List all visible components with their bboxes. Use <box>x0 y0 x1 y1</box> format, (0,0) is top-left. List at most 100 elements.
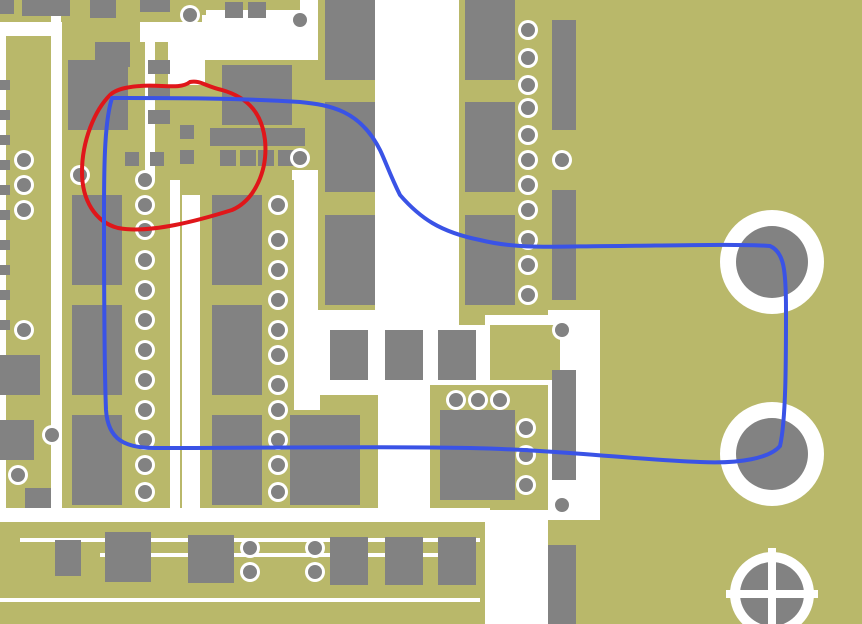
component-pad <box>68 60 128 130</box>
via <box>11 468 25 482</box>
component-pad <box>325 0 375 80</box>
component-pad <box>0 265 10 275</box>
component-pad <box>140 0 170 12</box>
via <box>308 565 322 579</box>
pad-group <box>0 0 576 624</box>
component-pad <box>72 195 122 285</box>
via <box>271 198 285 212</box>
via-group <box>8 5 572 582</box>
via <box>138 485 152 499</box>
via <box>138 373 152 387</box>
via <box>519 421 533 435</box>
component-pad <box>330 537 368 585</box>
mounting-hole-group <box>720 210 824 624</box>
component-pad <box>552 370 576 480</box>
via <box>493 393 507 407</box>
component-pad <box>548 545 576 624</box>
via <box>138 458 152 472</box>
component-pad <box>22 0 70 16</box>
via <box>243 565 257 579</box>
via <box>521 288 535 302</box>
via <box>138 343 152 357</box>
via <box>138 313 152 327</box>
via <box>45 428 59 442</box>
component-pad <box>212 305 262 395</box>
component-pad <box>465 215 515 305</box>
via <box>555 498 569 512</box>
component-pad <box>465 102 515 192</box>
via <box>243 541 257 555</box>
component-pad <box>72 305 122 395</box>
mounting-hole <box>736 226 808 298</box>
component-pad <box>148 110 170 124</box>
component-pad <box>0 0 14 14</box>
via <box>271 433 285 447</box>
via <box>521 23 535 37</box>
component-pad <box>438 537 476 585</box>
via <box>138 253 152 267</box>
via <box>521 51 535 65</box>
component-pad <box>385 330 423 380</box>
component-pad <box>90 0 116 18</box>
component-pad <box>0 210 10 220</box>
via <box>271 458 285 472</box>
component-pad <box>330 330 368 380</box>
via <box>271 293 285 307</box>
component-pad <box>25 488 51 508</box>
component-pad <box>148 60 170 74</box>
component-pad <box>290 415 360 505</box>
via <box>138 403 152 417</box>
component-pad <box>325 215 375 305</box>
component-pad <box>220 150 236 166</box>
via <box>271 233 285 247</box>
via <box>308 541 322 555</box>
component-pad <box>385 537 423 585</box>
via <box>271 348 285 362</box>
via <box>521 258 535 272</box>
component-pad <box>0 420 34 460</box>
component-pad <box>212 195 262 285</box>
via <box>521 178 535 192</box>
component-pad <box>438 330 476 380</box>
via <box>17 153 31 167</box>
via <box>519 478 533 492</box>
component-pad <box>225 2 243 18</box>
component-pad <box>95 42 130 67</box>
via <box>555 153 569 167</box>
via <box>521 203 535 217</box>
via <box>521 128 535 142</box>
via <box>138 198 152 212</box>
component-pad <box>55 540 81 576</box>
via <box>17 203 31 217</box>
component-pad <box>188 535 234 583</box>
via <box>471 393 485 407</box>
component-pad <box>0 355 40 395</box>
mounting-hole-slot <box>726 590 818 598</box>
via <box>293 151 307 165</box>
via <box>555 323 569 337</box>
mounting-hole-slot <box>768 548 776 624</box>
via <box>521 153 535 167</box>
via <box>138 283 152 297</box>
component-pad <box>0 110 10 120</box>
via <box>521 233 535 247</box>
component-pad <box>0 135 10 145</box>
via <box>183 8 197 22</box>
component-pad <box>148 85 170 99</box>
component-pad <box>440 410 515 500</box>
via <box>271 403 285 417</box>
component-pad <box>278 150 294 166</box>
component-pad <box>248 2 266 18</box>
via <box>271 263 285 277</box>
component-pad <box>0 290 10 300</box>
via <box>271 323 285 337</box>
via <box>271 485 285 499</box>
component-pad <box>0 160 10 170</box>
component-pad <box>72 415 122 505</box>
component-pad <box>0 80 10 90</box>
via <box>138 433 152 447</box>
via <box>293 13 307 27</box>
annotation-red-loop <box>80 79 268 232</box>
